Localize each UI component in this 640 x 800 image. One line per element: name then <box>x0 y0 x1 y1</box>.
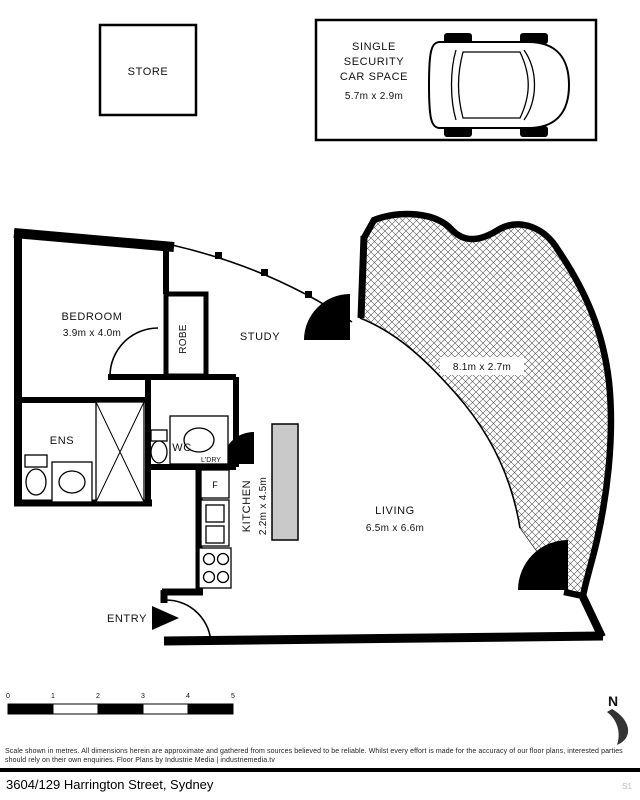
laundry-door-swing <box>222 432 254 464</box>
window-mullion <box>261 269 268 276</box>
stove-burner <box>216 552 230 566</box>
living-glass-wall <box>359 317 521 529</box>
car-space-line-1: SINGLE <box>352 41 396 53</box>
scale-bar: 0 1 2 3 4 5 <box>6 693 235 715</box>
study-label: STUDY <box>240 331 280 343</box>
wall-bottom <box>163 631 604 646</box>
stove-burner <box>202 552 216 566</box>
car-top-view-icon <box>427 33 571 137</box>
kitchen-island <box>271 423 299 541</box>
window-mullion <box>215 252 222 259</box>
car-space: SINGLE SECURITY CAR SPACE 5.7m x 2.9m <box>314 18 598 142</box>
kitchen-label: KITCHEN <box>241 480 253 532</box>
window-mullion <box>305 291 312 298</box>
wc-toilet-tank <box>150 429 168 442</box>
scale-bar-segments <box>7 703 234 715</box>
fridge-label: F <box>212 480 218 490</box>
car-space-line-3: CAR SPACE <box>340 71 408 83</box>
wall-balcony-left <box>357 235 368 319</box>
store-label: STORE <box>128 66 169 78</box>
scale-tick-4: 4 <box>186 693 190 700</box>
kitchen-sink-bowl-2 <box>205 525 225 544</box>
living-label: LIVING <box>375 505 415 517</box>
vanity-basin <box>58 470 86 494</box>
scale-tick-1: 1 <box>51 693 55 700</box>
wc-toilet-bowl <box>150 440 168 464</box>
exterior-walls <box>13 228 606 646</box>
wc-label: WC <box>172 442 192 454</box>
balcony-door-swing-top <box>304 294 350 340</box>
sheet-code: S1 <box>622 782 632 791</box>
ens-label: ENS <box>50 435 74 447</box>
toilet-bowl <box>25 468 47 496</box>
stove-burner <box>202 570 216 584</box>
wall-right-connector <box>579 595 606 639</box>
living-dims: 6.5m x 6.6m <box>366 523 424 534</box>
north-arrow-shape <box>607 709 629 745</box>
wall-top <box>13 228 175 252</box>
north-label: N <box>608 693 618 709</box>
balcony-door-swing-bottom <box>518 540 568 590</box>
balcony-dims-backing <box>440 357 524 375</box>
fridge <box>200 469 230 499</box>
toilet-tank <box>24 454 48 468</box>
floor-plan-drawing: STORE SINGLE SECURITY CAR SPACE 5.7m x 2… <box>6 18 629 745</box>
bedroom-door-swing <box>109 327 159 377</box>
north-arrow-icon: N <box>607 693 629 745</box>
room-labels: BEDROOM 3.9m x 4.0m ROBE STUDY ENS WC L'… <box>50 311 424 630</box>
property-address: 3604/129 Harrington Street, Sydney <box>6 777 214 792</box>
robe-label: ROBE <box>178 324 189 354</box>
disclaimer-text: Scale shown in metres. All dimensions he… <box>5 748 623 764</box>
laundry-label: L'DRY <box>201 457 221 464</box>
balcony: 8.1m x 2.7m <box>359 210 615 600</box>
entry-door-swing <box>165 599 212 646</box>
stove-burner <box>216 570 230 584</box>
wc-counter <box>169 415 229 465</box>
scale-tick-0: 0 <box>6 693 10 700</box>
bedroom-dims: 3.9m x 4.0m <box>63 328 121 339</box>
balcony-dims: 8.1m x 2.7m <box>453 362 511 373</box>
car-space-dims: 5.7m x 2.9m <box>345 91 403 102</box>
entry-label: ENTRY <box>107 613 147 625</box>
scale-tick-3: 3 <box>141 693 145 700</box>
kitchen-sink-bowl-1 <box>205 504 225 523</box>
shower-cross <box>95 401 145 503</box>
fixtures <box>24 401 299 589</box>
entry-arrow-icon <box>152 606 179 630</box>
store-room: STORE <box>98 23 198 117</box>
scale-tick-5: 5 <box>231 693 235 700</box>
store-outline <box>98 23 198 117</box>
scale-tick-2: 2 <box>96 693 100 700</box>
kitchen-dims: 2.2m x 4.5m <box>258 477 269 535</box>
car-space-line-2: SECURITY <box>344 56 404 68</box>
balcony-parapet-wall <box>361 210 615 600</box>
footer-divider-bar <box>0 768 640 772</box>
bedroom-label: BEDROOM <box>61 311 122 323</box>
wc-basin <box>183 427 215 453</box>
